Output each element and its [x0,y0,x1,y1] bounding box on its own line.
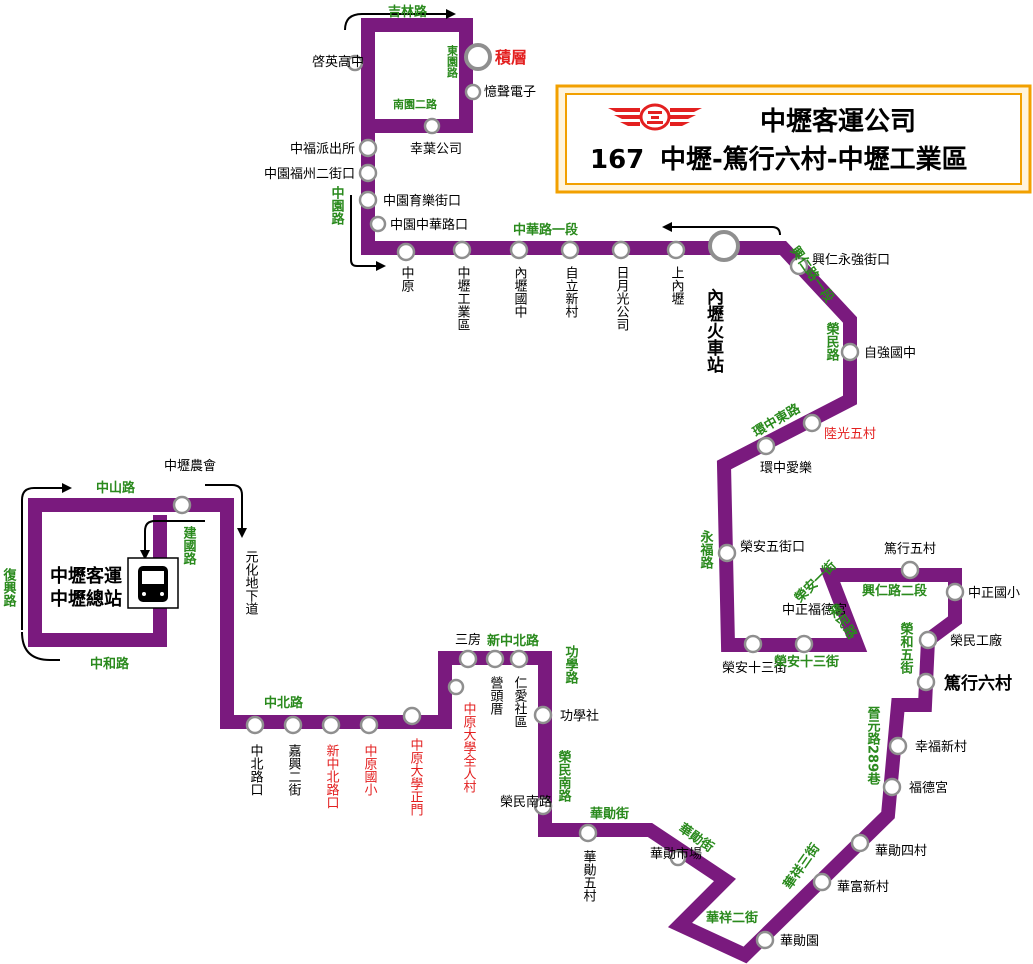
stop-yisheng: 憶聲電子 [484,84,536,100]
direction-arrows [21,9,781,661]
stop-huafu: 華富新村 [837,879,889,895]
stop-rongmin-factory: 榮民工廠 [950,633,1002,649]
stop-gongxue: 功學社 [560,708,599,724]
stop-huaxun4: 華勛四村 [875,844,927,859]
road-rongmin-south: 榮民南路 [556,749,572,802]
stop-labels-vertical: 中原 中壢工業區 內壢國中 自立新村 日月光公司 上內壢 華勛五村 華勛市場 仁… [243,266,703,902]
stop-yingtou: 營頭厝 [488,676,504,715]
stop-zili: 自立新村 [563,266,579,318]
road-xinzhongbei: 新中北路 [487,633,540,649]
road-zhongbei: 中北路 [264,695,304,711]
stop-fudegong: 福德宮 [909,780,948,796]
stop-rongmin-rd: 榮民南路 [500,794,552,810]
header-panel: 中壢客運公司 167 中壢-篤行六村-中壢工業區 [555,84,1032,194]
stop-renai: 仁愛社區 [512,676,528,728]
stop-shangneili: 上內壢 [669,266,685,306]
road-zhonghua: 中華路一段 [513,222,578,238]
stop-zhongbei: 中北路口 [248,744,264,796]
road-labels: 吉林路 東園路 南園二路 中園路 中華路一段 興仁路一段 榮民路 環中東路 永福… [1,4,928,926]
stop-markers [172,43,965,950]
bus-icon [127,557,179,609]
stop-huaxun-yuan: 華勛園 [780,934,819,949]
stop-xingfu: 幸福新村 [915,739,967,755]
stop-huaxun5: 華勛五村 [581,850,597,902]
road-xingren2: 興仁路二段 [862,583,927,599]
road-nanyuan: 南園二路 [393,97,438,111]
stop-qiying: 啓英高中 [312,54,364,70]
company-logo-icon [608,103,702,131]
stop-huaxun-market: 華勛市場 [650,846,702,862]
road-rongmin: 榮民路 [824,321,840,361]
stop-cycu-gate: 中原大學正門 [408,738,424,817]
road-zhongshan: 中山路 [96,480,136,496]
depot-name-line1: 中壢客運 [50,565,122,587]
stop-sanfang: 三房 [455,632,481,648]
stop-neili-jh: 內壢國中 [512,266,528,318]
road-huaxun: 華勛街 [590,806,629,822]
stop-xinzhongbei: 新中北路口 [324,743,340,809]
road-jilin: 吉林路 [388,4,428,20]
company-name: 中壢客運公司 [760,106,916,137]
station-duxing: 篤行六村 [944,673,1012,694]
station-neili: 內壢火車站 [703,288,724,374]
stop-industrial: 中壢工業區 [455,266,471,331]
stop-zhongyuan: 中原 [399,266,415,292]
road-jianguo: 建國路 [181,525,197,565]
stop-zhongyuan-zhonghua: 中園中華路口 [390,217,468,233]
road-fuxing: 復興路 [1,567,18,607]
stop-rongan13: 榮安十三街 [722,661,787,676]
stop-rongan5: 榮安五街口 [740,540,805,555]
stop-ziqiang: 自強國中 [864,346,916,361]
route-name: 中壢-篤行六村-中壢工業區 [660,144,968,175]
road-zhonghe: 中和路 [90,656,130,672]
road-zhongyuan: 中園路 [329,185,345,225]
road-rongwu: 榮和五街 [898,621,915,675]
stop-jiaxing: 嘉興二街 [286,744,302,796]
stop-huanzhong: 環中愛樂 [760,460,812,476]
stop-farm: 中壢農會 [164,459,216,474]
road-yongfu: 永福路 [698,529,715,569]
depot-name-line2: 中壢總站 [50,588,122,610]
stop-zhongyuan-yule: 中園育樂街口 [383,193,461,209]
stop-labels: 啓英高中 憶聲電子 幸葉公司 中福派出所 中園福州二街口 中園育樂街口 中園中華… [164,54,1020,949]
road-rongan13: 榮安十三街 [774,654,839,670]
stop-fude: 中正福德宮 [782,602,847,618]
stop-duxing5: 篤行五村 [884,542,936,557]
road-dongyuan: 東園路 [446,44,459,79]
road-huaxiang2: 華祥二街 [706,910,758,926]
stop-zhongzheng: 中正國小 [968,586,1020,601]
stop-cycu-village: 中原大學全人村 [461,702,477,793]
stop-cy-elem: 中原國小 [362,744,378,797]
stop-zhongyuan-fuzhou: 中園福州二街口 [264,167,355,182]
stop-riyue: 日月光公司 [614,266,630,331]
route-number: 167 [590,145,644,175]
road-gongxue: 功學路 [563,645,579,684]
stop-underpass: 元化地下道 [243,550,259,615]
road-jinyuan: 晉元路289巷 [865,706,882,787]
stop-luguang: 陸光五村 [824,426,876,442]
station-jili: 積層 [494,48,527,67]
stop-xingren: 興仁永強街口 [812,253,890,268]
stop-xingye: 幸葉公司 [410,142,462,157]
stop-zhongfu-police: 中福派出所 [290,142,355,157]
